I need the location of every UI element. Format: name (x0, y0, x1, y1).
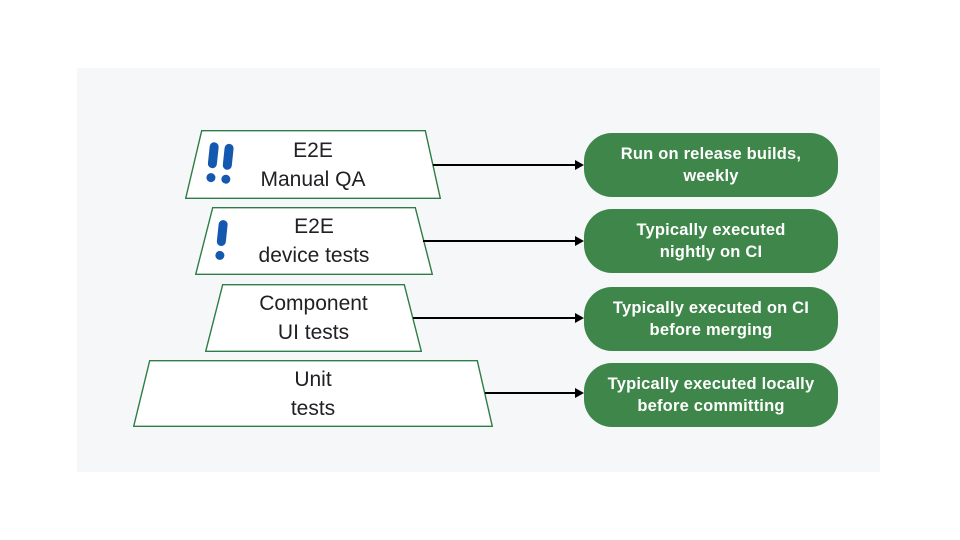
arrow-unit-tests (485, 388, 584, 398)
layer-label-line1: E2E (294, 215, 334, 238)
layer-label-line1: Component (259, 292, 368, 315)
note-e2e-manual-qa: Run on release builds, weekly (584, 133, 838, 197)
layer-label-line1: Unit (294, 367, 332, 391)
note-line1: Typically executed (636, 221, 786, 239)
pyramid-layer-e2e-device-tests: E2E device tests (195, 207, 433, 275)
note-e2e-device-tests: Typically executed nightly on CI (584, 209, 838, 273)
layer-label-line2: Manual QA (260, 167, 366, 191)
layer-label-line2: device tests (258, 244, 370, 267)
layer-label: E2E Manual QA (185, 130, 441, 199)
layer-label: Unit tests (133, 360, 493, 427)
trapezoid-shape (133, 360, 493, 427)
layer-label-line1: E2E (293, 138, 333, 162)
layer-label-line2: UI tests (277, 321, 350, 344)
note-line1: Typically executed on CI (612, 299, 810, 317)
arrow-e2e-manual-qa (433, 160, 584, 170)
pyramid-layer-e2e-manual-qa: E2E Manual QA (185, 130, 441, 199)
pyramid-layer-unit-tests: Unit tests (133, 360, 493, 427)
note-line1: Typically executed locally (607, 375, 815, 393)
arrow-e2e-device-tests (423, 236, 584, 246)
pyramid-layer-component-ui-tests: Component UI tests (205, 284, 422, 352)
note-line1: Run on release builds, (620, 145, 802, 163)
trapezoid-shape (195, 207, 433, 275)
arrow-component-ui-tests (413, 313, 584, 323)
note-line2: before merging (649, 321, 773, 339)
layer-label-line2: tests (290, 396, 336, 420)
trapezoid-shape (205, 284, 422, 352)
layer-label: E2E device tests (195, 207, 433, 275)
note-line2: nightly on CI (659, 243, 763, 261)
note-component-ui-tests: Typically executed on CI before merging (584, 287, 838, 351)
note-line2: weekly (683, 167, 739, 185)
layer-label: Component UI tests (205, 284, 422, 352)
note-line2: before committing (637, 397, 785, 415)
note-unit-tests: Typically executed locally before commit… (584, 363, 838, 427)
trapezoid-shape (185, 130, 441, 199)
